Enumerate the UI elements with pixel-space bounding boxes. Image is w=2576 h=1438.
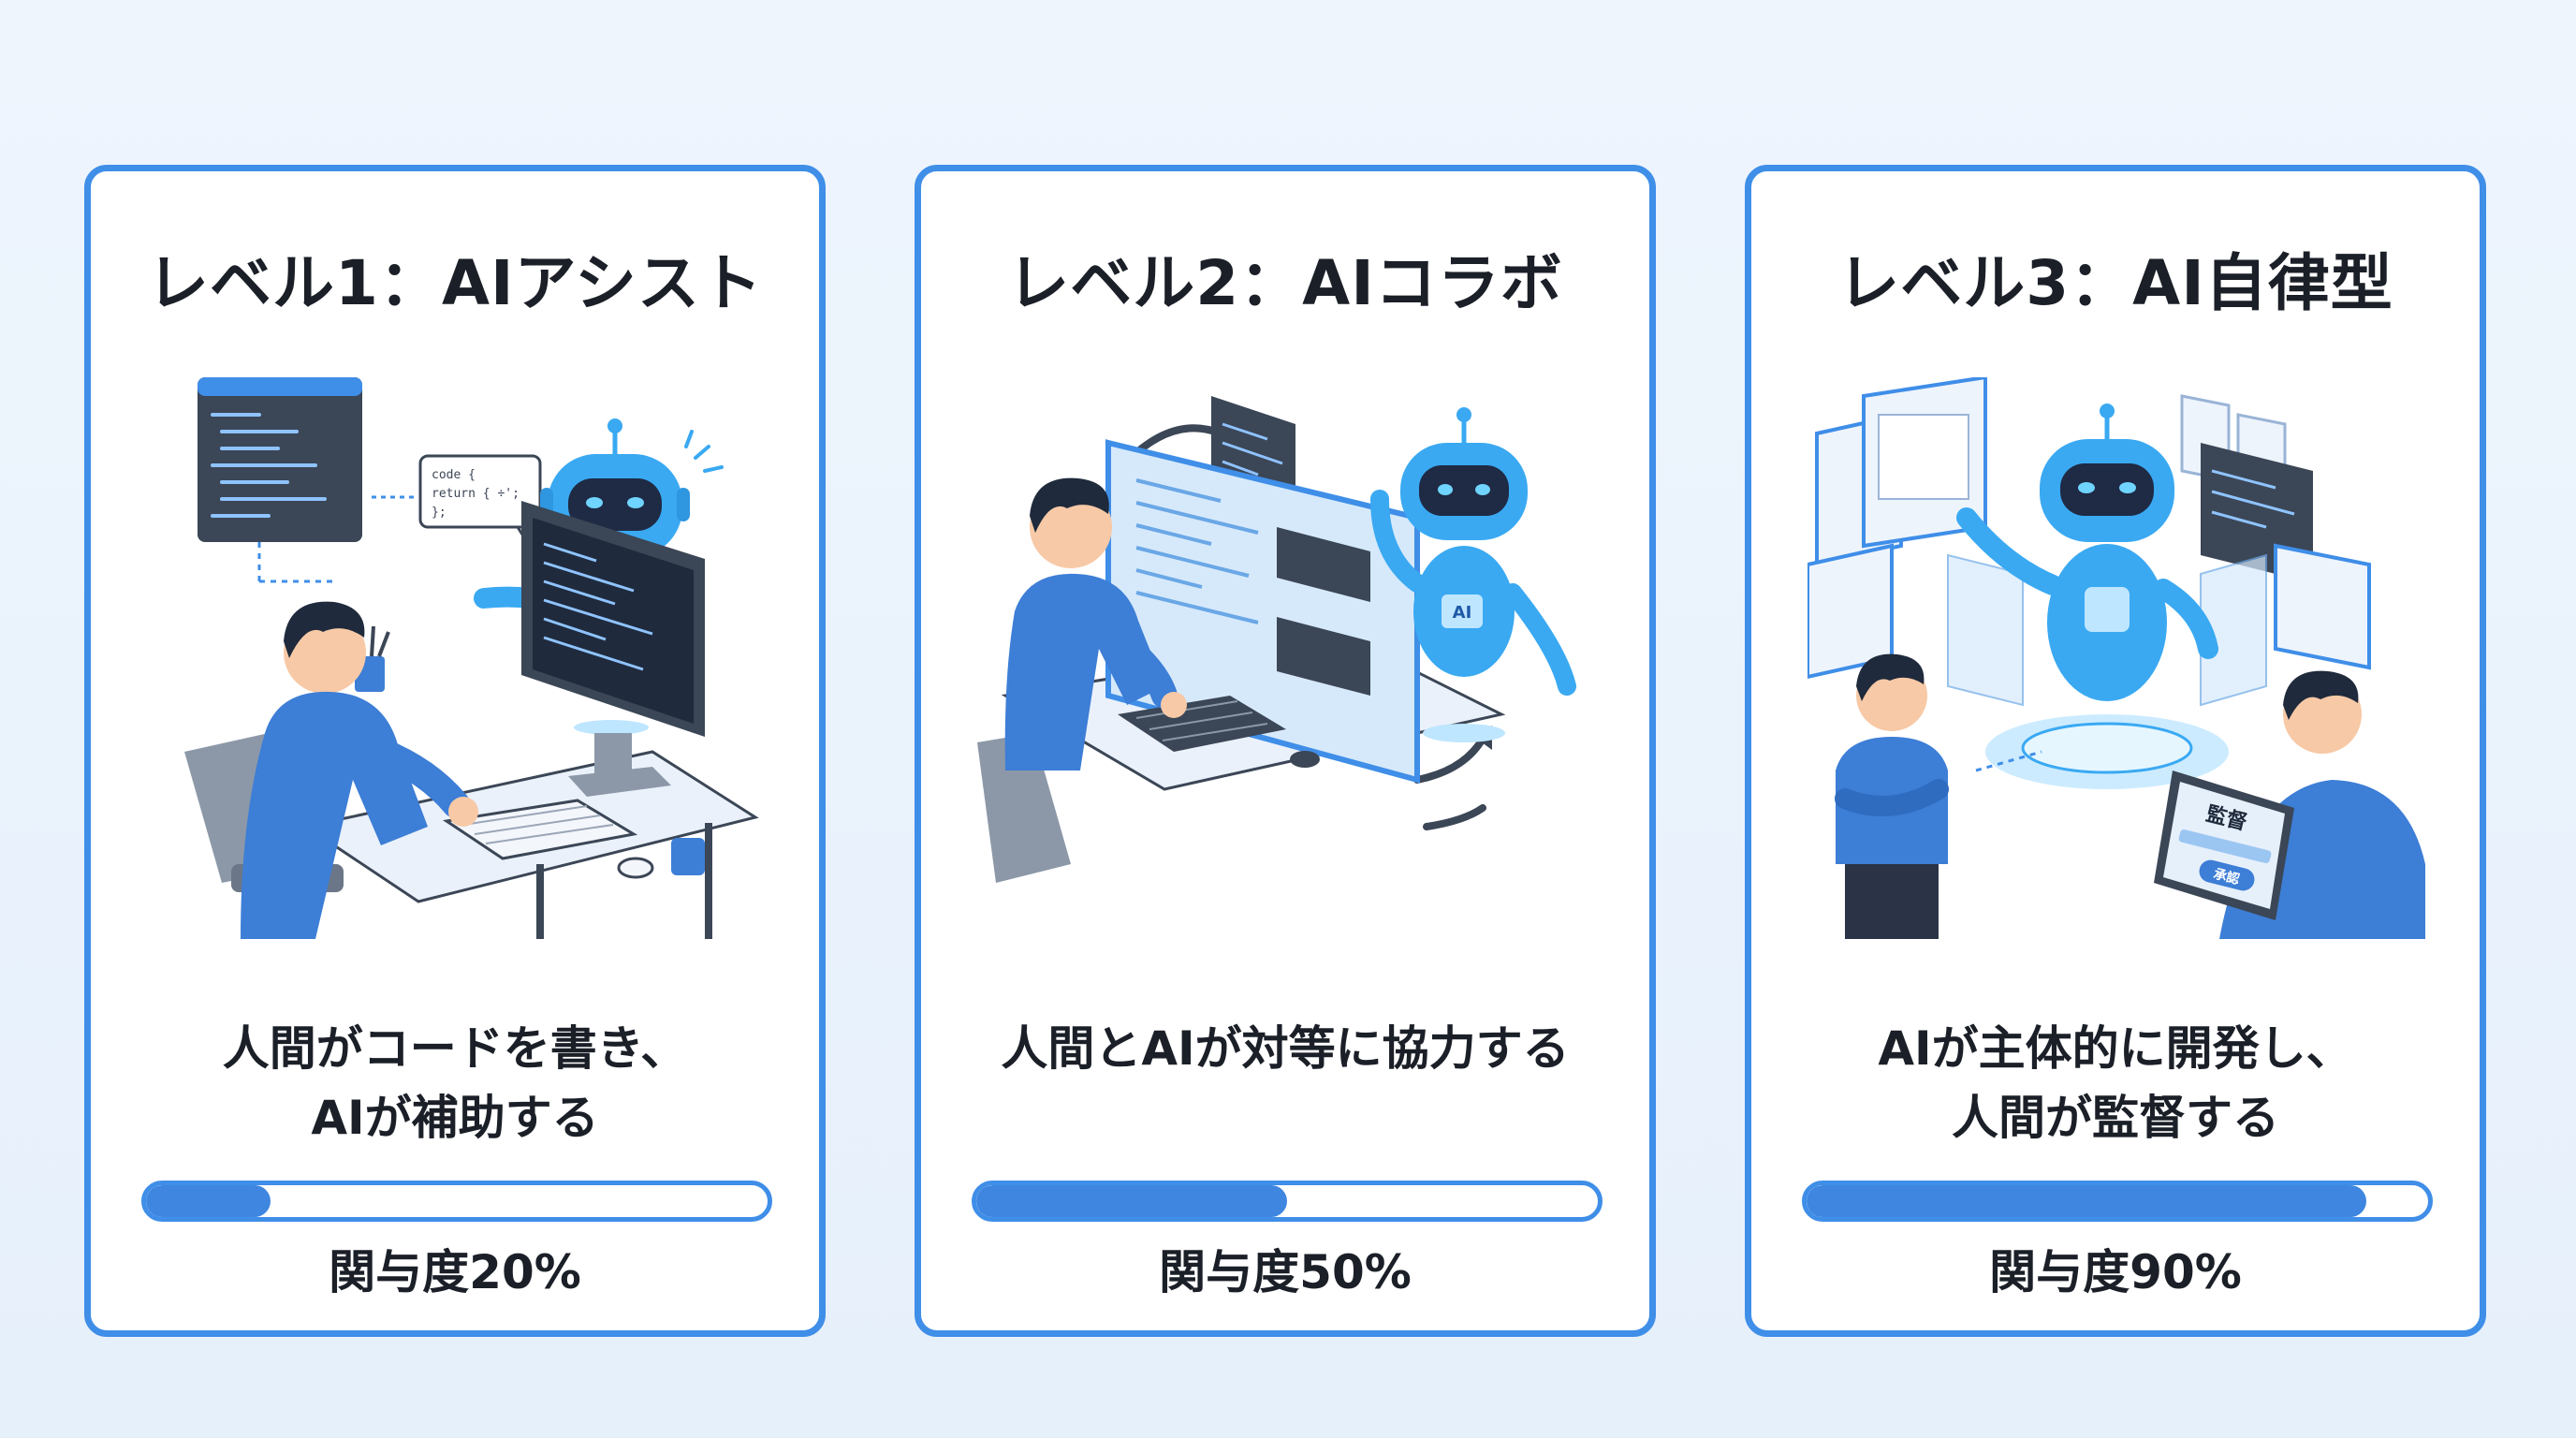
tablet-icon: 監督 承認 bbox=[2154, 770, 2294, 920]
card-description: AIが主体的に開発し、 人間が監督する bbox=[1770, 1014, 2461, 1152]
involvement-label: 関与度90% bbox=[1989, 1245, 2242, 1299]
card-title: レベル1：AIアシスト bbox=[147, 247, 763, 319]
involvement-label: 関与度50% bbox=[1159, 1245, 1412, 1299]
developer-person bbox=[184, 601, 478, 939]
involvement-progress-fill bbox=[976, 1185, 1287, 1217]
involvement-progress-bar bbox=[972, 1181, 1603, 1222]
ai-autonomous-illustration: 監督 承認 bbox=[1808, 377, 2425, 939]
bubble-code-line: return { ÷'; bbox=[432, 487, 520, 501]
robot-badge: AI bbox=[1453, 603, 1472, 623]
bubble-code-line: }; bbox=[432, 506, 446, 520]
level-2-card: レベル2：AIコラボ bbox=[915, 165, 1656, 1337]
level-1-card: レベル1：AIアシスト code { return { ÷'; }; bbox=[84, 165, 826, 1337]
level-3-card: レベル3：AI自律型 bbox=[1745, 165, 2486, 1337]
desc-line: 人間が監督する bbox=[1952, 1091, 2279, 1145]
robot-icon: AI bbox=[1370, 407, 1576, 742]
involvement-progress-bar bbox=[141, 1181, 772, 1222]
card-description: 人間がコードを書き、 AIが補助する bbox=[110, 1014, 800, 1152]
desc-line: AIが主体的に開発し、 bbox=[1878, 1021, 2353, 1076]
ai-collab-illustration: AI bbox=[977, 396, 1576, 883]
code-window-icon bbox=[198, 377, 362, 542]
floating-windows bbox=[1808, 377, 2371, 680]
involvement-progress-bar bbox=[1802, 1181, 2433, 1222]
involvement-label: 関与度20% bbox=[329, 1245, 581, 1299]
card-description: 人間とAIが対等に協力する bbox=[940, 1014, 1631, 1083]
monitor-icon bbox=[521, 501, 705, 797]
supervisor-person bbox=[1835, 653, 1949, 939]
ai-assist-illustration: code { return { ÷'; }; bbox=[184, 377, 759, 939]
developer-person bbox=[977, 477, 1187, 883]
desc-line: 人間とAIが対等に協力する bbox=[1001, 1021, 1570, 1076]
bubble-code-line: code { bbox=[432, 468, 476, 482]
involvement-progress-fill bbox=[1807, 1185, 2366, 1217]
involvement-progress-fill bbox=[146, 1185, 271, 1217]
card-title: レベル3：AI自律型 bbox=[1837, 247, 2393, 319]
robot-icon bbox=[1956, 404, 2218, 701]
tablet-approve-button: 承認 bbox=[2212, 866, 2241, 888]
desc-line: AIが補助する bbox=[311, 1091, 599, 1145]
desc-line: 人間がコードを書き、 bbox=[222, 1021, 688, 1076]
card-title: レベル2：AIコラボ bbox=[1007, 247, 1563, 319]
